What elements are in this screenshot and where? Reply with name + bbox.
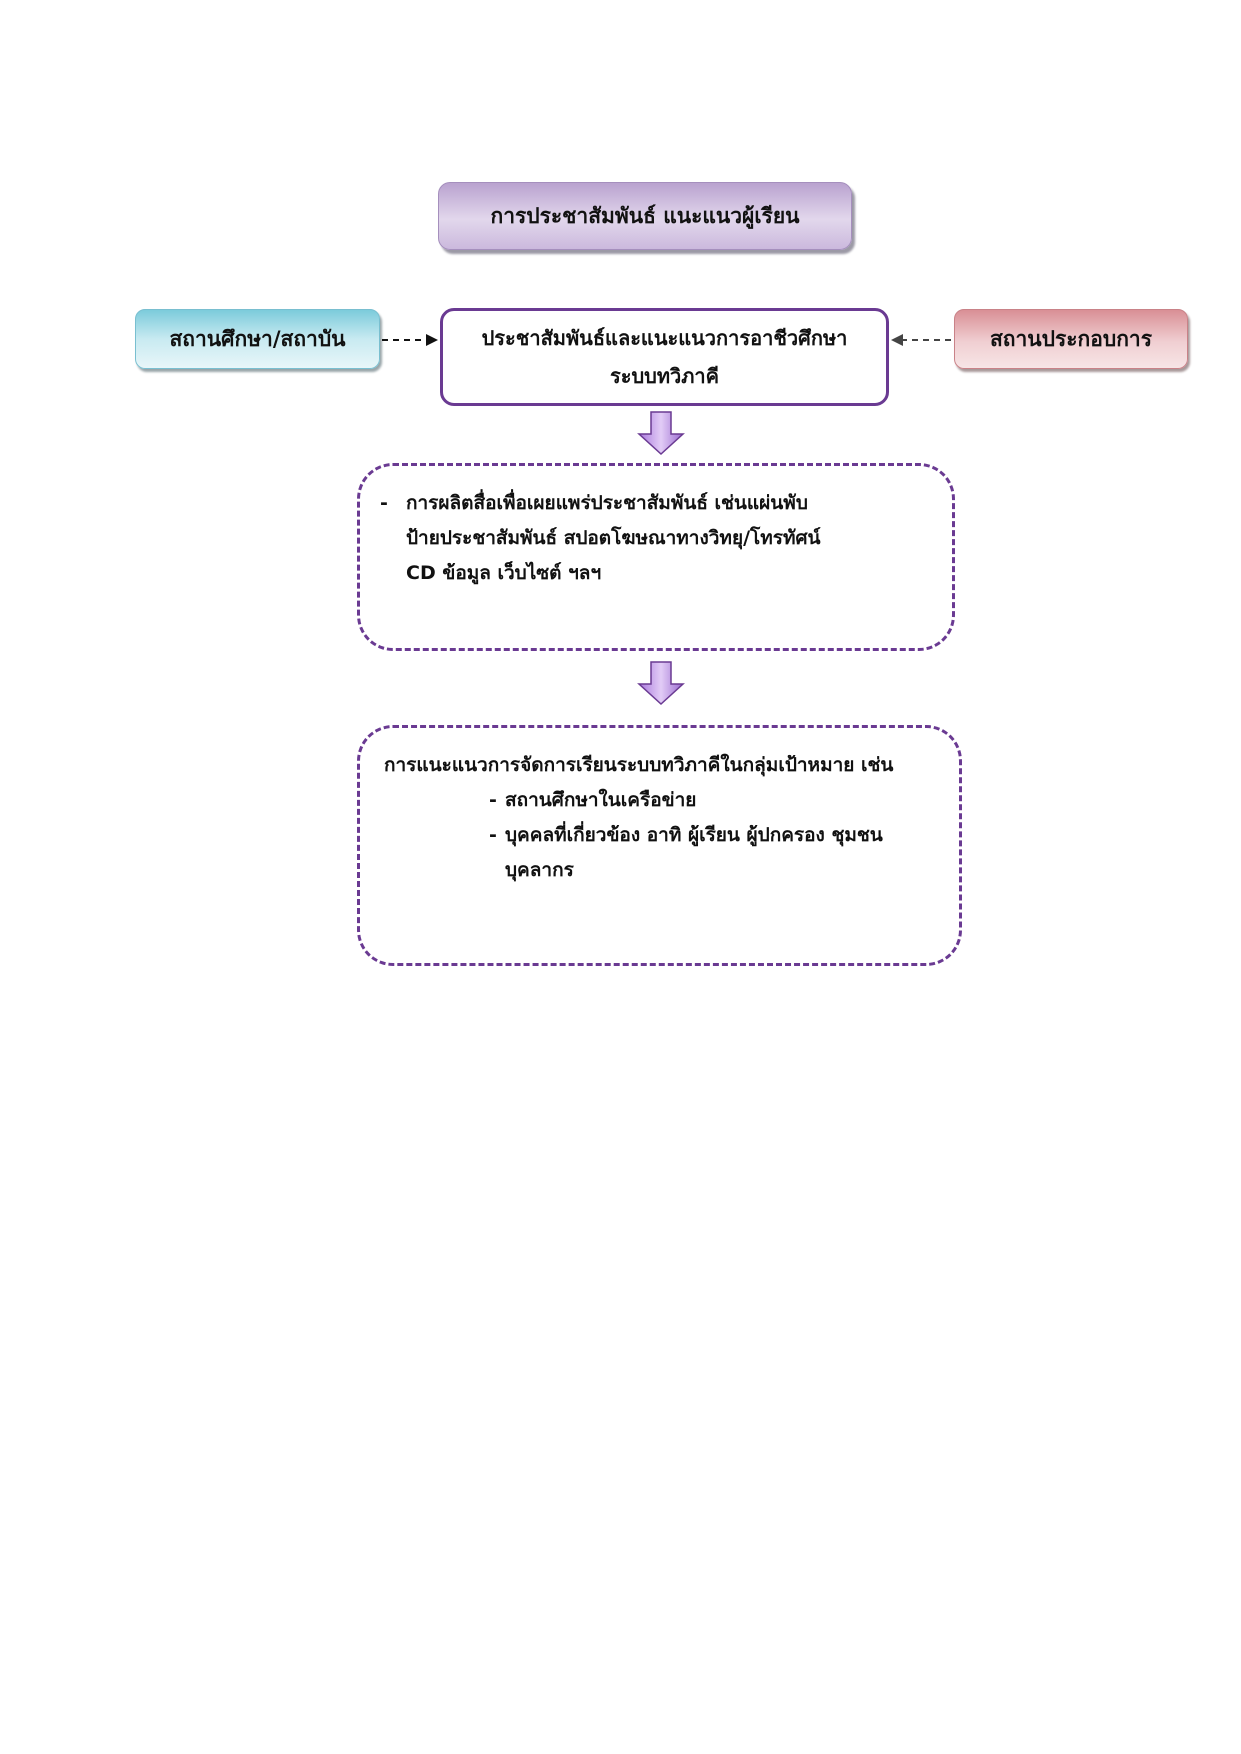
center-node: ประชาสัมพันธ์และแนะแนวการอาชีวศึกษา ระบบ… [440, 308, 889, 406]
center-line-2: ระบบทวิภาคี [609, 364, 720, 388]
media-line-2: ป้ายประชาสัมพันธ์ สปอตโฆษณาทางวิทยุ/โทรท… [406, 527, 821, 549]
guidance-item-1-line-1: สถานศึกษาในเครือข่าย [505, 789, 697, 811]
bullet-dash: - [380, 492, 388, 514]
down-arrow-icon [637, 411, 685, 456]
enterprise-node: สถานประกอบการ [954, 309, 1188, 369]
guidance-item-2-line-1: บุคคลที่เกี่ยวข้อง อาทิ ผู้เรียน ผู้ปกคร… [505, 824, 883, 846]
guidance-item-2-line-2: บุคลากร [505, 859, 574, 881]
enterprise-label: สถานประกอบการ [989, 326, 1152, 351]
bullet-dash: - [489, 824, 497, 846]
title-text: การประชาสัมพันธ์ แนะแนวผู้เรียน [490, 203, 800, 228]
connector-right-arrow [891, 334, 953, 346]
bullet-dash: - [489, 789, 497, 811]
media-line-3: CD ข้อมูล เว็บไซต์ ฯลฯ [406, 562, 602, 584]
guidance-heading: การแนะแนวการจัดการเรียนระบบทวิภาคีในกลุ่… [384, 754, 894, 776]
media-line-1: การผลิตสื่อเพื่อเผยแพร่ประชาสัมพันธ์ เช่… [406, 492, 808, 514]
center-line-1: ประชาสัมพันธ์และแนะแนวการอาชีวศึกษา [481, 326, 848, 350]
media-production-box: - การผลิตสื่อเพื่อเผยแพร่ประชาสัมพันธ์ เ… [357, 463, 955, 651]
title-node: การประชาสัมพันธ์ แนะแนวผู้เรียน [438, 182, 852, 250]
connector-left-arrow [382, 334, 438, 346]
list-item: - บุคคลที่เกี่ยวข้อง อาทิ ผู้เรียน ผู้ปก… [489, 818, 939, 888]
education-institution-node: สถานศึกษา/สถาบัน [135, 309, 380, 369]
guidance-box: การแนะแนวการจัดการเรียนระบบทวิภาคีในกลุ่… [357, 725, 962, 966]
education-institution-label: สถานศึกษา/สถาบัน [169, 326, 346, 351]
down-arrow-icon [637, 661, 685, 706]
list-item: - สถานศึกษาในเครือข่าย [489, 783, 939, 818]
